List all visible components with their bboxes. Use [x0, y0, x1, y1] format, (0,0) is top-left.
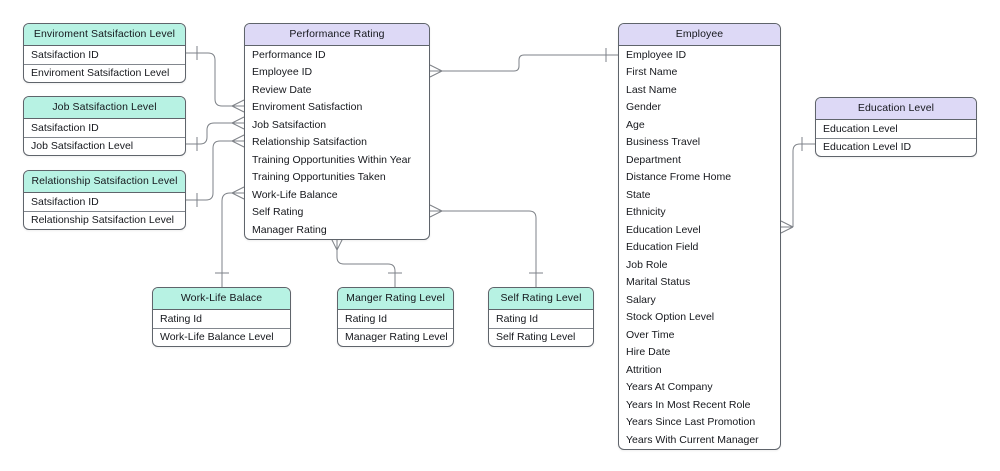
- connector-education-to-employee: [792, 143, 815, 227]
- entity-field: Satsifaction ID: [31, 48, 99, 61]
- entity-field: Years At Company: [626, 381, 713, 393]
- entity-header: Enviroment Satsifaction Level: [24, 24, 185, 46]
- entity-field: Training Opportunities Taken: [252, 171, 386, 183]
- entity-field: Years With Current Manager: [626, 433, 759, 446]
- connector-job-to-performance: [186, 122, 232, 145]
- entity-field: Age: [626, 118, 645, 131]
- entity-title: Employee: [675, 28, 724, 41]
- entity-field: Manager Rating Level: [338, 327, 453, 347]
- entity-field: State: [626, 188, 651, 201]
- entity-field: Rating Id: [345, 312, 388, 325]
- entity-field: Relationship Satsifaction: [252, 136, 367, 148]
- entity-header: Job Satsifaction Level: [24, 97, 185, 119]
- entity-title: Work-Life Balace: [180, 292, 263, 305]
- crows-foot-icon: [429, 64, 443, 78]
- entity-field: Performance ID: [252, 48, 326, 61]
- entity-field: Education Level: [823, 122, 898, 135]
- entity-field: Employee ID: [626, 48, 687, 61]
- connector-environment-to-performance: [186, 52, 232, 107]
- entity-header: Work-Life Balace: [153, 288, 290, 310]
- entity-field: Over Time: [626, 328, 675, 341]
- entity-header: Relationship Satsifaction Level: [24, 171, 185, 193]
- entity-field: Work-Life Balance Level: [153, 327, 290, 347]
- entity-title: Performance Rating: [289, 28, 385, 41]
- entity-field: Job Satsifaction Level: [24, 136, 185, 156]
- entity-field: Self Rating Level: [489, 327, 593, 347]
- entity-field: Rating Id: [160, 312, 203, 325]
- crows-foot-icon: [231, 116, 245, 130]
- crows-foot-icon: [231, 186, 245, 200]
- entity-field: Work-Life Balance: [252, 188, 338, 201]
- entity-field: Department: [626, 153, 681, 166]
- connector-worklife-to-performance: [221, 192, 232, 287]
- entity-field: Employee ID: [252, 66, 313, 78]
- connector-performance-to-employee: [442, 54, 618, 72]
- entity-field: Review Date: [252, 83, 312, 96]
- entity-field: Job Satsifaction: [252, 118, 327, 131]
- entity-field: Ethnicity: [626, 206, 666, 218]
- entity-field: Hire Date: [626, 346, 671, 358]
- entity-field: Attrition: [626, 363, 662, 376]
- crows-foot-icon: [429, 204, 443, 218]
- entity-field: Education Level: [626, 223, 701, 236]
- entity-field: Training Opportunities Within Year: [252, 153, 411, 166]
- crows-foot-icon: [231, 134, 245, 148]
- entity-header: Education Level: [816, 98, 976, 120]
- crows-foot-icon: [330, 237, 344, 251]
- entity-field: Education Level ID: [816, 137, 976, 157]
- entity-title: Education Level: [857, 102, 935, 115]
- entity-field: Business Travel: [626, 136, 701, 148]
- entity-field: Enviroment Satsifaction Level: [24, 63, 185, 83]
- crows-foot-icon: [780, 220, 794, 234]
- entity-header: Employee: [619, 24, 780, 46]
- entity-field: Rating Id: [496, 312, 539, 325]
- crows-foot-icon: [231, 99, 245, 113]
- entity-title: Enviroment Satsifaction Level: [33, 28, 176, 41]
- entity-title: Relationship Satsifaction Level: [31, 175, 178, 188]
- connector-manager-to-performance: [336, 250, 396, 287]
- entity-field: Years In Most Recent Role: [626, 398, 751, 411]
- connector-selfrating-to-performance: [442, 210, 537, 287]
- entity-header: Manger Rating Level: [338, 288, 453, 310]
- entity-field: Years Since Last Promotion: [626, 416, 756, 428]
- entity-field: Relationship Satsifaction Level: [24, 210, 185, 230]
- entity-field: Satsifaction ID: [31, 195, 99, 208]
- entity-header: Self Rating Level: [489, 288, 593, 310]
- entity-field: Gender: [626, 101, 662, 113]
- entity-title: Self Rating Level: [500, 292, 582, 305]
- entity-field: Satsifaction ID: [31, 121, 99, 134]
- entity-title: Job Satsifaction Level: [52, 101, 157, 114]
- entity-field: Last Name: [626, 83, 677, 96]
- entity-field: Marital Status: [626, 276, 691, 288]
- entity-field: Education Field: [626, 241, 699, 253]
- entity-field: Self Rating: [252, 206, 304, 218]
- entity-field: First Name: [626, 66, 678, 78]
- connector-relationship-to-performance: [186, 140, 232, 201]
- entity-field: Distance Frome Home: [626, 171, 732, 183]
- entity-field: Salary: [626, 293, 656, 306]
- entity-field: Enviroment Satisfaction: [252, 101, 363, 113]
- entity-field: Job Role: [626, 258, 668, 271]
- entity-header: Performance Rating: [245, 24, 429, 46]
- entity-title: Manger Rating Level: [346, 292, 445, 305]
- entity-field: Manager Rating: [252, 223, 327, 236]
- entity-field: Stock Option Level: [626, 311, 715, 323]
